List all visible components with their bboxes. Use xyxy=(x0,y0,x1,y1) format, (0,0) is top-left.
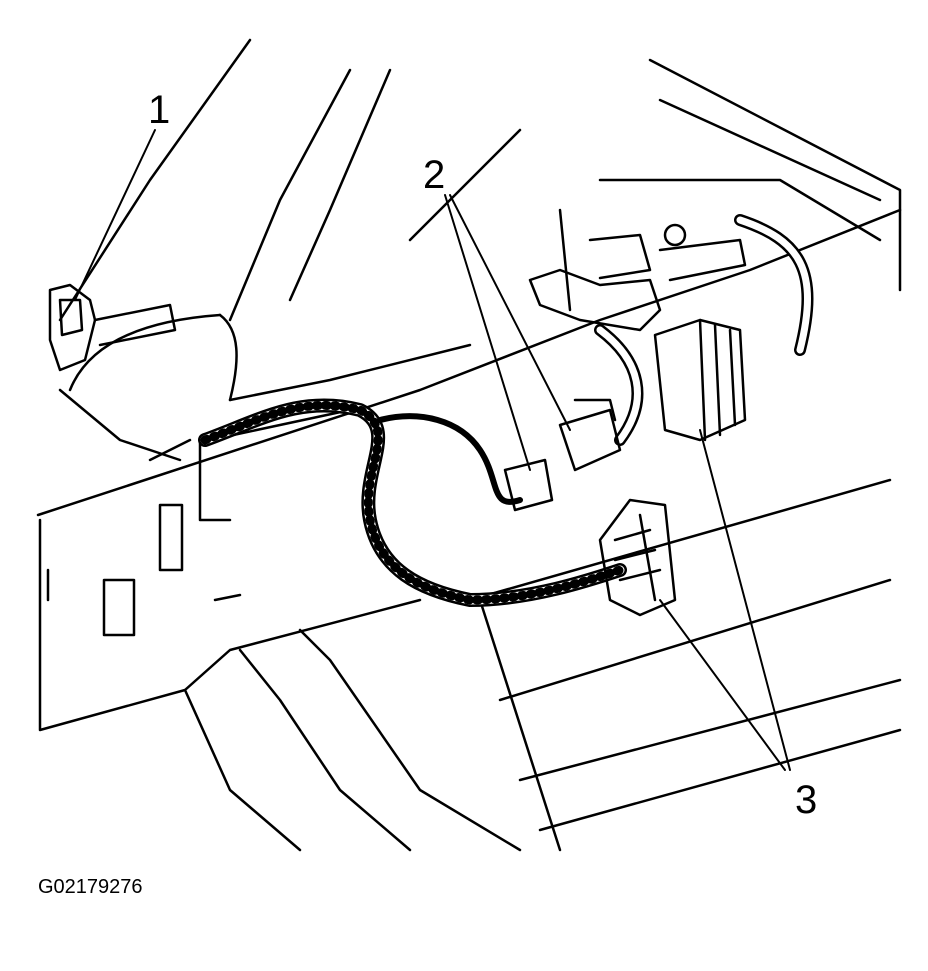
wiring-harness-bundle xyxy=(198,214,814,607)
component-3-connector-block xyxy=(598,498,677,617)
component-1-connector xyxy=(48,283,177,372)
body-panel-outline xyxy=(36,38,902,852)
leader-lines xyxy=(74,129,791,771)
component-3-module xyxy=(653,318,747,442)
panel-openings xyxy=(46,503,242,637)
callout-2-label: 2 xyxy=(423,153,446,197)
upper-components xyxy=(528,223,747,332)
figure-id-label: G02179276 xyxy=(38,876,143,898)
callout-3-label: 3 xyxy=(795,778,818,822)
component-2-connectors xyxy=(503,398,622,512)
callout-1-label: 1 xyxy=(148,88,171,132)
